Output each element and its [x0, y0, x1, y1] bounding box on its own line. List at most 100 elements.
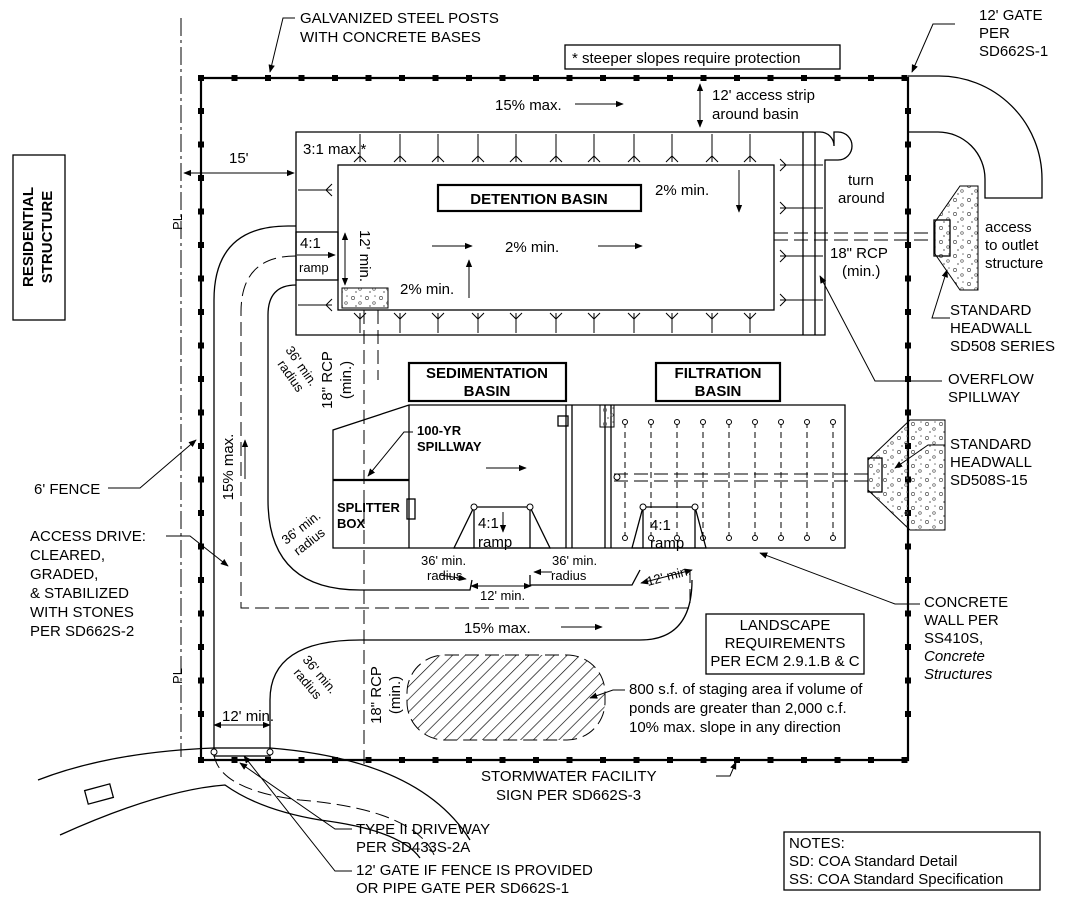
svg-text:PER SD433S-2A: PER SD433S-2A — [356, 839, 470, 856]
pl-label: PL — [170, 668, 185, 684]
fence-post — [298, 75, 305, 81]
svg-text:SD508 SERIES: SD508 SERIES — [950, 338, 1055, 355]
fence-leader — [108, 439, 197, 489]
svg-text:SD662S-1: SD662S-1 — [979, 43, 1048, 60]
svg-text:REQUIREMENTS: REQUIREMENTS — [725, 635, 846, 652]
side-slope-label: 3:1 max.* — [303, 141, 367, 158]
fence-post — [198, 577, 204, 583]
fence-post — [905, 275, 911, 282]
fence-post — [901, 757, 908, 763]
fence-post — [905, 141, 911, 148]
fence-post — [734, 75, 740, 81]
fence-post — [198, 208, 204, 215]
fence-post — [332, 75, 338, 81]
fence-post — [905, 610, 911, 617]
fence-post — [834, 757, 841, 763]
filtration-ramp — [631, 503, 707, 549]
fence-post — [767, 757, 774, 763]
svg-text:SPILLWAY: SPILLWAY — [948, 389, 1020, 406]
spillway-100-leader — [367, 431, 413, 477]
svg-text:ramp: ramp — [650, 535, 684, 552]
steeper-note: * steeper slopes require protection — [572, 50, 800, 67]
posts-leader — [268, 17, 295, 73]
svg-text:WITH STONES: WITH STONES — [30, 604, 134, 621]
svg-text:ramp: ramp — [299, 260, 329, 275]
fence-post — [801, 757, 807, 763]
fence-post — [499, 75, 506, 81]
fence — [198, 75, 911, 763]
svg-text:Concrete: Concrete — [924, 648, 985, 665]
fence-post — [734, 757, 740, 763]
access-drive-callout: ACCESS DRIVE: — [30, 528, 146, 545]
fence-post — [432, 757, 439, 763]
driveway-callout: TYPE II DRIVEWAY — [356, 821, 490, 838]
fence-post — [905, 242, 911, 248]
fence-callout: 6' FENCE — [34, 481, 100, 498]
svg-text:RESIDENTIAL: RESIDENTIAL — [20, 187, 37, 287]
filtration-label-box — [654, 361, 782, 403]
fence-post — [198, 275, 204, 282]
fence-post — [533, 757, 539, 763]
svg-text:PER ECM 2.9.1.B & C: PER ECM 2.9.1.B & C — [710, 653, 859, 670]
svg-text:SIGN PER SD662S-3: SIGN PER SD662S-3 — [496, 787, 641, 804]
svg-text:HEADWALL: HEADWALL — [950, 320, 1032, 337]
fence-post — [600, 757, 606, 763]
svg-text:structure: structure — [985, 255, 1043, 272]
svg-text:PER: PER — [979, 25, 1010, 42]
fence-post — [700, 757, 707, 763]
fence-post — [700, 75, 707, 81]
street — [37, 747, 471, 861]
svg-text:OR PIPE GATE PER SD662S-1: OR PIPE GATE PER SD662S-1 — [356, 880, 569, 897]
staging-area — [406, 654, 606, 741]
svg-text:10% max. slope in any directio: 10% max. slope in any direction — [629, 719, 841, 736]
fence-post — [365, 75, 372, 81]
steeper-note-box — [564, 44, 841, 70]
notes-title: NOTES: — [789, 835, 845, 852]
overflow-callout: OVERFLOW — [948, 371, 1035, 388]
fence-post — [566, 75, 573, 81]
slope-label: 15% max. — [464, 620, 531, 637]
fence-post — [901, 75, 908, 81]
concrete-wall-leader — [759, 552, 920, 605]
staging-leader — [589, 689, 625, 699]
ramp-label: 4:1 — [478, 515, 499, 532]
notes-item: SS: COA Standard Specification — [789, 871, 1003, 888]
pl-marker-bottom: PL — [170, 668, 185, 684]
fence-post — [198, 757, 204, 763]
slope-label: 15% max. — [220, 434, 237, 501]
fence-post — [905, 711, 911, 717]
riprap-inlet — [341, 287, 389, 309]
fence-post — [198, 443, 204, 449]
headwall-right — [867, 419, 946, 531]
svg-text:BASIN: BASIN — [464, 383, 511, 400]
svg-text:(min.): (min.) — [842, 263, 880, 280]
svg-text:12' min.: 12' min. — [222, 708, 274, 725]
concrete-wall-callout: CONCRETE — [924, 594, 1008, 611]
fence-post — [231, 75, 238, 81]
ramp-top-label: 4:1 — [300, 235, 321, 252]
posts-callout: GALVANIZED STEEL POSTS — [300, 10, 499, 27]
svg-text:(min.): (min.) — [338, 361, 355, 399]
sedimentation-label-box — [407, 361, 568, 403]
fence-post — [905, 677, 911, 684]
fence-post — [365, 757, 372, 763]
rcp-right-label: 18" RCP — [830, 245, 888, 262]
turnaround-label: turn — [848, 172, 874, 189]
svg-text:12' min.: 12' min. — [480, 588, 525, 603]
sedimentation-ramp — [452, 503, 552, 549]
street-inlet — [83, 783, 115, 805]
detention-basin: DETENTION BASIN — [295, 131, 853, 336]
svg-text:HEADWALL: HEADWALL — [950, 454, 1032, 471]
svg-text:STRUCTURE: STRUCTURE — [39, 191, 56, 284]
outlet-access-road — [908, 75, 1043, 199]
svg-text:WITH CONCRETE BASES: WITH CONCRETE BASES — [300, 29, 481, 46]
fence-post — [265, 757, 271, 763]
headwall-top-leader — [931, 269, 950, 319]
svg-text:to outlet: to outlet — [985, 237, 1039, 254]
overflow-leader — [819, 275, 942, 382]
fence-post — [332, 757, 338, 763]
fence-post — [566, 757, 573, 763]
svg-text:around: around — [838, 190, 885, 207]
sign-leader — [716, 761, 737, 777]
headwall-right-callout: STANDARD — [950, 436, 1032, 453]
